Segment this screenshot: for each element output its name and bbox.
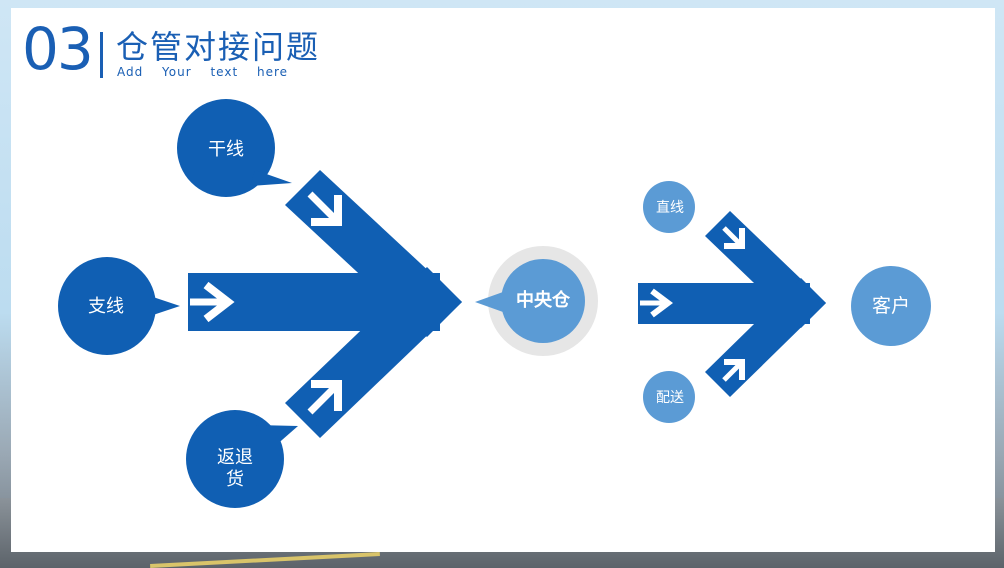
node-delivery-label: 配送 [656, 390, 684, 406]
chevron-stem [722, 361, 743, 382]
page-title: 仓管对接问题 [116, 28, 321, 66]
arrow-horizontal-shaft [188, 273, 440, 331]
chevron-down-right-icon [724, 228, 745, 249]
node-central [475, 246, 598, 356]
node-direct [643, 181, 695, 233]
header-divider [100, 32, 103, 78]
node-trunk-label: 干线 [208, 139, 244, 160]
split-arrow-right [638, 211, 826, 397]
arrow-right-shaft [638, 283, 810, 324]
chevron-stem [722, 226, 743, 247]
chevron-stem [307, 383, 339, 415]
node-central-label: 中央仓 [516, 290, 570, 311]
node-customer [851, 266, 931, 346]
node-returns [186, 410, 298, 508]
chevron-stem [307, 191, 339, 223]
chevron-down-right-icon [311, 195, 342, 226]
node-delivery [643, 371, 695, 423]
section-number: 03 [22, 15, 94, 83]
chevron-up-right-icon [311, 380, 342, 411]
node-returns-label: 返退 货 [217, 447, 253, 490]
node-branch [58, 257, 180, 355]
node-customer-label: 客户 [871, 295, 911, 317]
page-subtitle: Add Your text here [117, 65, 289, 79]
node-branch-label: 支线 [88, 296, 124, 317]
node-direct-label: 直线 [656, 200, 684, 216]
chevron-up-right-icon [724, 359, 745, 380]
merge-arrow-left [188, 170, 462, 438]
node-trunk [177, 99, 292, 197]
